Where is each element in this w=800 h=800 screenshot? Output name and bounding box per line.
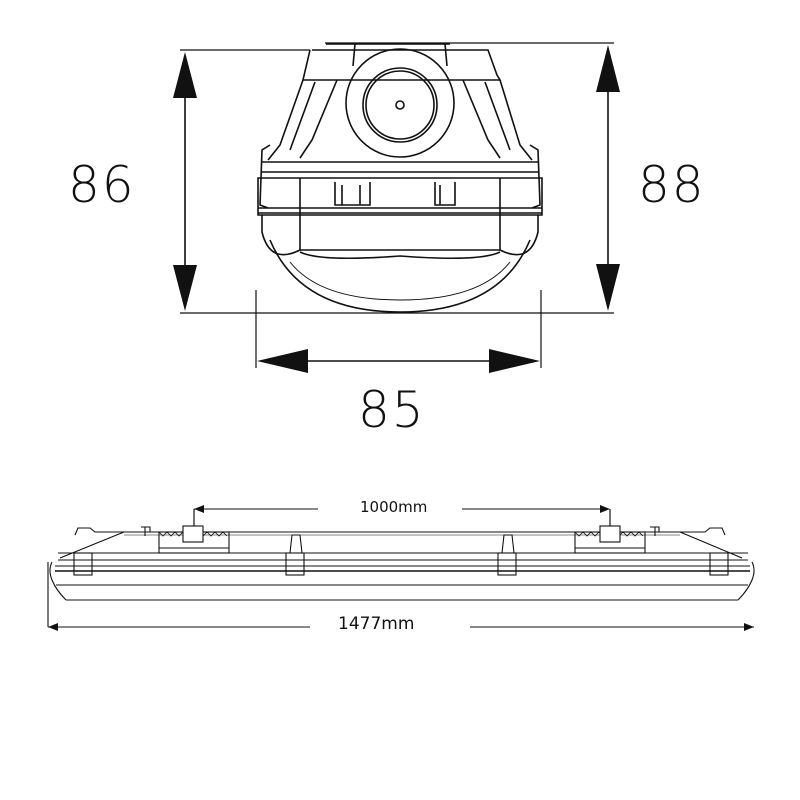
arrow-left-icon bbox=[257, 349, 308, 373]
end-cap-circle bbox=[345, 48, 455, 158]
arrow-right-icon bbox=[744, 623, 754, 631]
arrow-right-icon bbox=[489, 349, 540, 373]
arrow-left-icon bbox=[48, 623, 58, 631]
end-view bbox=[173, 42, 620, 373]
side-view bbox=[47, 505, 755, 631]
arrow-down-icon bbox=[173, 265, 197, 311]
arrow-right-icon bbox=[600, 505, 610, 513]
dimension-height-right: 88 bbox=[638, 156, 706, 214]
diffuser-lens bbox=[269, 239, 531, 313]
dimension-width: 85 bbox=[358, 381, 426, 439]
arrow-up-icon bbox=[596, 45, 620, 92]
mounting-bracket-right bbox=[574, 509, 660, 554]
arrow-up-icon bbox=[173, 52, 197, 98]
arrow-left-icon bbox=[194, 505, 204, 513]
mounting-bracket-left bbox=[141, 509, 230, 554]
arrow-down-icon bbox=[596, 264, 620, 311]
dimension-overall-length: 1477mm bbox=[336, 614, 417, 634]
dimension-height-left: 86 bbox=[68, 156, 136, 214]
dimension-mounting-distance: 1000mm bbox=[358, 498, 430, 516]
